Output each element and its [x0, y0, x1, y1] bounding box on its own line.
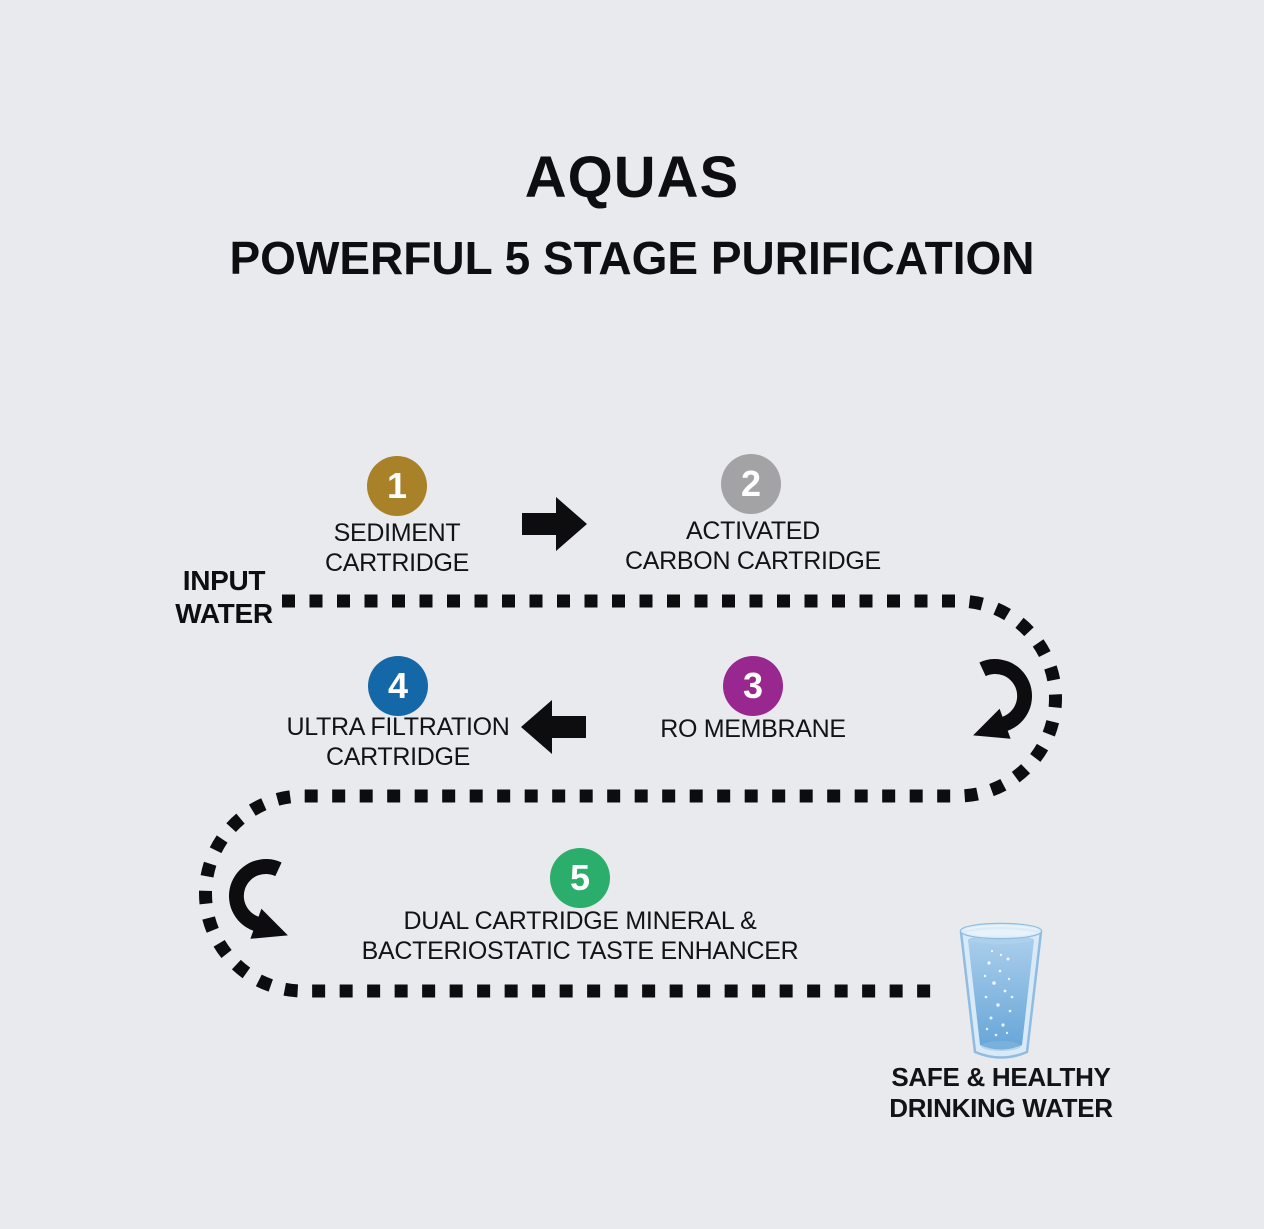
input-water-label: INPUT WATER: [168, 564, 280, 630]
brand-title: AQUAS: [524, 145, 740, 210]
flow-path-dotted: [199, 594, 1062, 998]
stage-2-label: ACTIVATED CARBON CARTRIDGE: [598, 516, 908, 576]
input-water-line2: WATER: [175, 598, 273, 629]
stage-3-label-line1: RO MEMBRANE: [660, 715, 846, 743]
stage-5-label: DUAL CARTRIDGE MINERAL & BACTERIOSTATIC …: [360, 906, 800, 966]
stage-4-label-line1: ULTRA FILTRATION: [286, 713, 510, 741]
stage-2-label-line2: CARBON CARTRIDGE: [625, 547, 881, 575]
stage-3-label: RO MEMBRANE: [603, 714, 903, 744]
result-caption: SAFE & HEALTHY DRINKING WATER: [871, 1062, 1131, 1124]
u-turn-arrow-right-icon: [973, 659, 1033, 739]
stage-2-badge: 2: [721, 454, 781, 514]
stage-1-label-line1: SEDIMENT: [333, 519, 461, 547]
arrow-right-icon: [522, 497, 587, 551]
result-caption-line1: SAFE & HEALTHY: [891, 1062, 1111, 1092]
stage-4-badge: 4: [368, 656, 428, 716]
stage-1-label-line2: CARTRIDGE: [324, 549, 470, 577]
input-water-line1: INPUT: [182, 565, 266, 596]
u-turn-arrow-left-icon: [228, 859, 288, 939]
stage-1-number: 1: [386, 465, 408, 506]
water-glass-icon: [959, 922, 1043, 1059]
stage-4-label: ULTRA FILTRATION CARTRIDGE: [248, 712, 548, 772]
stage-3-badge: 3: [723, 656, 783, 716]
stage-2-number: 2: [740, 463, 762, 504]
stage-1-badge: 1: [367, 456, 427, 516]
stage-5-label-line2: BACTERIOSTATIC TASTE ENHANCER: [361, 937, 799, 965]
stage-5-badge: 5: [550, 848, 610, 908]
stage-1-label: SEDIMENT CARTRIDGE: [247, 518, 547, 578]
page-subtitle: POWERFUL 5 STAGE PURIFICATION: [229, 232, 1035, 284]
arrow-left-icon: [521, 700, 586, 754]
result-caption-line2: DRINKING WATER: [889, 1093, 1113, 1123]
bubbles: [983, 949, 1014, 1037]
stage-5-number: 5: [569, 857, 591, 898]
stage-5-label-line1: DUAL CARTRIDGE MINERAL &: [403, 907, 757, 935]
stage-4-number: 4: [387, 665, 409, 706]
stage-2-label-line1: ACTIVATED: [686, 517, 820, 545]
stage-4-label-line2: CARTRIDGE: [325, 743, 471, 771]
stage-3-number: 3: [742, 665, 764, 706]
